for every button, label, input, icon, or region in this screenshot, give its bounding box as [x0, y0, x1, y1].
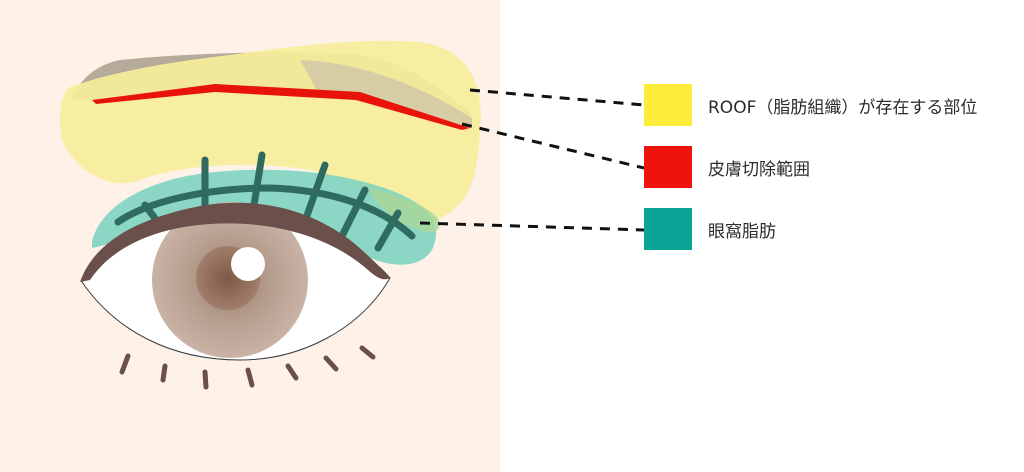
legend-label-orbital-fat: 眼窩脂肪 — [708, 222, 776, 242]
lower-lashes — [119, 345, 376, 390]
leader-roof — [469, 88, 645, 107]
skin-excision-line — [92, 84, 470, 130]
legend-label-skin-excision: 皮膚切除範囲 — [708, 160, 810, 180]
upper-eyelid-line — [80, 202, 390, 282]
overlap-region — [370, 188, 440, 233]
legend-label-roof: ROOF（脂肪組織）が存在する部位 — [708, 98, 978, 118]
brow-overlay — [300, 60, 472, 128]
leader-fat — [419, 221, 645, 232]
legend-swatch-skin-excision — [644, 146, 692, 188]
legend-swatch-orbital-fat — [644, 208, 692, 250]
legend-swatch-roof — [644, 84, 692, 126]
leader-skin — [461, 122, 645, 170]
leader-lines — [419, 88, 645, 232]
eye-highlight — [231, 247, 265, 281]
